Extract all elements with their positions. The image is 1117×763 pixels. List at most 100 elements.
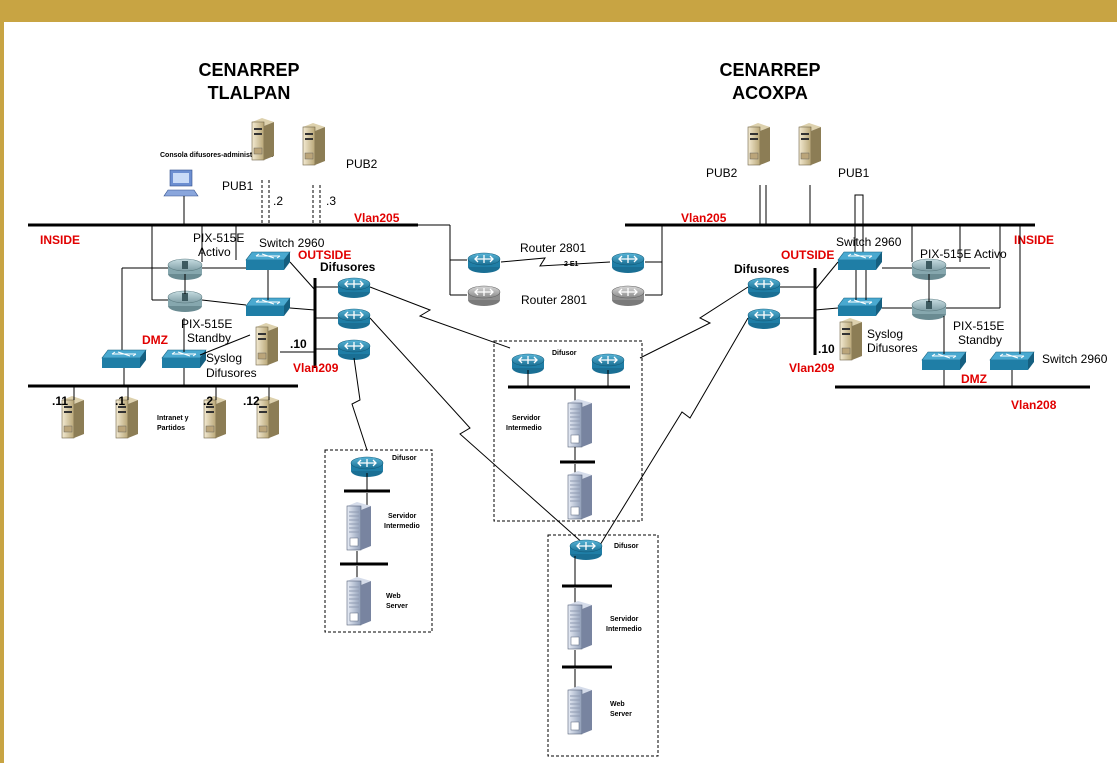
dmz-ip-12: .12 xyxy=(243,394,260,408)
site-title-acoxpa-line1: CENARREP xyxy=(719,60,820,80)
router-icon xyxy=(337,308,371,330)
web-server-icon xyxy=(567,685,593,735)
intranet-label-2: Partidos xyxy=(157,425,185,432)
right-pub2-label: PUB2 xyxy=(706,166,738,180)
left-remote-web-label-1: Web xyxy=(386,593,401,600)
wan-link xyxy=(369,286,511,349)
right-syslog-ip: .10 xyxy=(818,342,835,356)
right-vlan205-label: Vlan205 xyxy=(681,211,727,225)
wan-link xyxy=(369,317,586,546)
left-syslog-ip: .10 xyxy=(290,337,307,351)
left-remote-web-label-2: Server xyxy=(386,603,408,610)
server-icon xyxy=(256,395,280,439)
dmz-switch-icon xyxy=(921,351,967,371)
left-vlan209-label: Vlan209 xyxy=(293,361,339,375)
wan-link xyxy=(639,286,749,359)
right-dmz-label: DMZ xyxy=(961,372,987,386)
router-icon xyxy=(747,308,781,330)
right-switch-label: Switch 2960 xyxy=(836,235,902,249)
switch-icon xyxy=(245,297,291,317)
dmz-switch-icon xyxy=(101,349,147,369)
left-syslog-label-2: Difusores xyxy=(206,366,257,380)
top-accent-bar xyxy=(0,0,1117,22)
server-pub2-icon xyxy=(302,122,326,166)
remote-site-left xyxy=(324,449,433,633)
server-pub2-icon xyxy=(747,122,771,166)
right-difusores-label: Difusores xyxy=(734,262,790,276)
right-pix-active-label: PIX-515E Activo xyxy=(920,247,1007,261)
router-icon xyxy=(337,277,371,299)
console-label: Consola difusores-administracion xyxy=(160,152,273,159)
mid-server-label-2: Intermedio xyxy=(506,425,542,432)
right-pub1-label: PUB1 xyxy=(838,166,870,180)
bottom-remote-web-label-2: Server xyxy=(610,711,632,718)
left-accent-bar xyxy=(0,22,4,763)
dmz-switch-icon xyxy=(161,349,207,369)
left-difusores-label: Difusores xyxy=(320,260,376,274)
intranet-label-1: Intranet y xyxy=(157,415,189,422)
pix-standby-icon xyxy=(911,298,947,321)
bottom-remote-web-label-1: Web xyxy=(610,701,625,708)
bottom-remote-difusor-label: Difusor xyxy=(614,543,639,550)
pub2-label: PUB2 xyxy=(346,157,378,171)
router-icon xyxy=(337,339,371,361)
right-inside-label: INSIDE xyxy=(1014,233,1054,247)
right-switch-b-label: Switch 2960 xyxy=(1042,352,1108,366)
site-title-acoxpa-line2: ACOXPA xyxy=(732,83,808,103)
right-syslog-label-2: Difusores xyxy=(867,341,918,355)
computer-icon xyxy=(163,169,199,197)
right-vlan209-label: Vlan209 xyxy=(789,361,835,375)
site-title-tlalpan-line1: CENARREP xyxy=(198,60,299,80)
pub1-label: PUB1 xyxy=(222,179,254,193)
server-pub1-icon xyxy=(251,117,275,161)
switch-icon xyxy=(837,251,883,271)
left-vlan205-label: Vlan205 xyxy=(354,211,400,225)
left-switch-label: Switch 2960 xyxy=(259,236,325,250)
router-icon xyxy=(611,252,645,274)
router-icon xyxy=(611,285,645,307)
server-pub1-icon xyxy=(798,122,822,166)
pix-standby-icon xyxy=(167,290,203,313)
syslog-server-icon xyxy=(839,317,863,361)
router-a-label: Router 2801 xyxy=(520,241,586,255)
application-server-icon xyxy=(567,398,593,448)
mid-server-label-1: Servidor xyxy=(512,415,541,422)
bottom-remote-server-label-2: Intermedio xyxy=(606,626,642,633)
router-icon xyxy=(747,277,781,299)
wan-link xyxy=(351,357,368,451)
right-pix-standby-label-2: Standby xyxy=(958,333,1002,347)
web-server-icon xyxy=(346,576,372,626)
left-remote-server-label-2: Intermedio xyxy=(384,523,420,530)
e1-label: 2 E1 xyxy=(564,261,579,268)
wan-link xyxy=(599,317,749,546)
site-title-tlalpan-line2: TLALPAN xyxy=(208,83,291,103)
right-pix-standby-label-1: PIX-515E xyxy=(953,319,1004,333)
bottom-remote-server-label-1: Servidor xyxy=(610,616,639,623)
dmz-ip-11: .11 xyxy=(52,394,68,408)
router-b-label: Router 2801 xyxy=(521,293,587,307)
pub1-ip: .2 xyxy=(273,194,283,208)
switch-icon xyxy=(837,297,883,317)
syslog-server-icon xyxy=(255,322,279,366)
left-syslog-label-1: Syslog xyxy=(206,351,242,365)
pix-standby-label-1: PIX-515E xyxy=(181,317,232,331)
remote-site-bottom xyxy=(547,534,659,757)
left-remote-server-label-1: Servidor xyxy=(388,513,417,520)
mid-difusor-label: Difusor xyxy=(552,350,577,357)
left-dmz-label: DMZ xyxy=(142,333,168,347)
right-syslog-label-1: Syslog xyxy=(867,327,903,341)
switch-icon xyxy=(245,251,291,271)
dmz-switch-icon xyxy=(989,351,1035,371)
right-vlan208-label: Vlan208 xyxy=(1011,398,1057,412)
left-outside-label: OUTSIDE xyxy=(298,248,351,262)
application-server-icon xyxy=(567,600,593,650)
pub2-ip: .3 xyxy=(326,194,336,208)
application-server-icon xyxy=(346,501,372,551)
dmz-ip-1: .1 xyxy=(115,394,125,408)
router-icon xyxy=(467,252,501,274)
remote-site-mid xyxy=(493,340,643,522)
pix-standby-label-2: Standby xyxy=(187,331,231,345)
web-server-icon xyxy=(567,470,593,520)
pix-active-label-1: PIX-515E xyxy=(193,231,244,245)
